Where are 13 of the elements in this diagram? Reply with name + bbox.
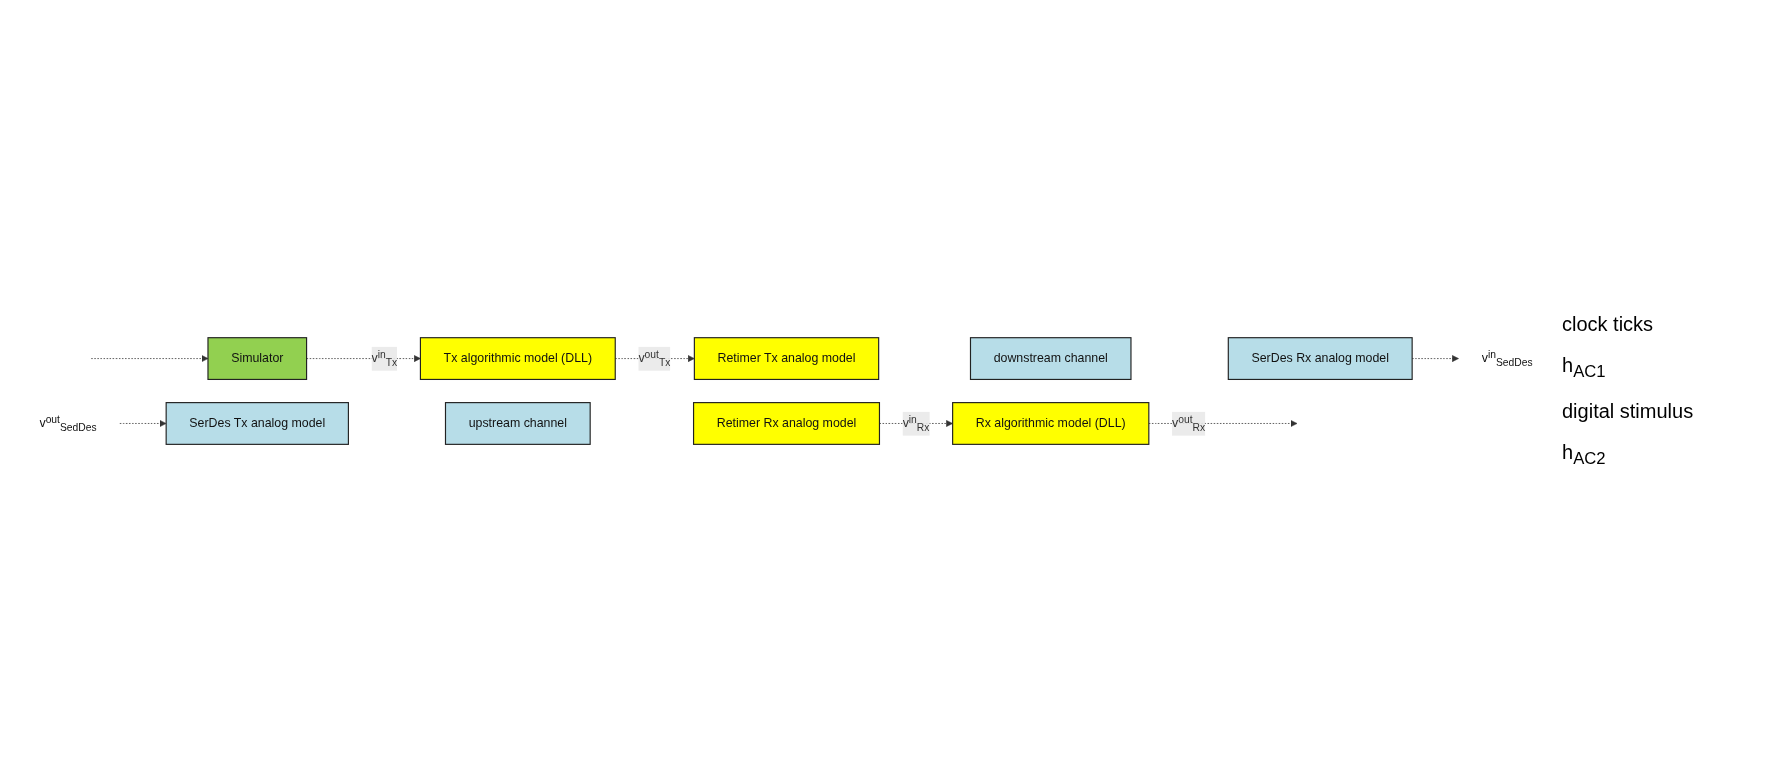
node-box: Simulator (207, 337, 308, 380)
node-box: Tx algorithmic model (DLL) (419, 337, 616, 380)
annotation-text: digital stimulus (1562, 400, 1694, 423)
node-box: Retimer Rx analog model (692, 402, 881, 445)
annotation-text: h$_{AC1}$ (1562, 354, 1606, 382)
node-box: Retimer Tx analog model (693, 337, 880, 380)
annotation-text: clock ticks (1562, 313, 1654, 336)
node-box: SerDes Tx analog model (165, 402, 349, 445)
node-box: SerDes Rx analog model (1227, 337, 1413, 380)
node-box: Rx algorithmic model (DLL) (952, 402, 1150, 445)
node-box: downstream channel (969, 337, 1132, 380)
node-box: upstream channel (444, 402, 591, 445)
annotation-text: h$_{AC2}$ (1562, 441, 1606, 469)
